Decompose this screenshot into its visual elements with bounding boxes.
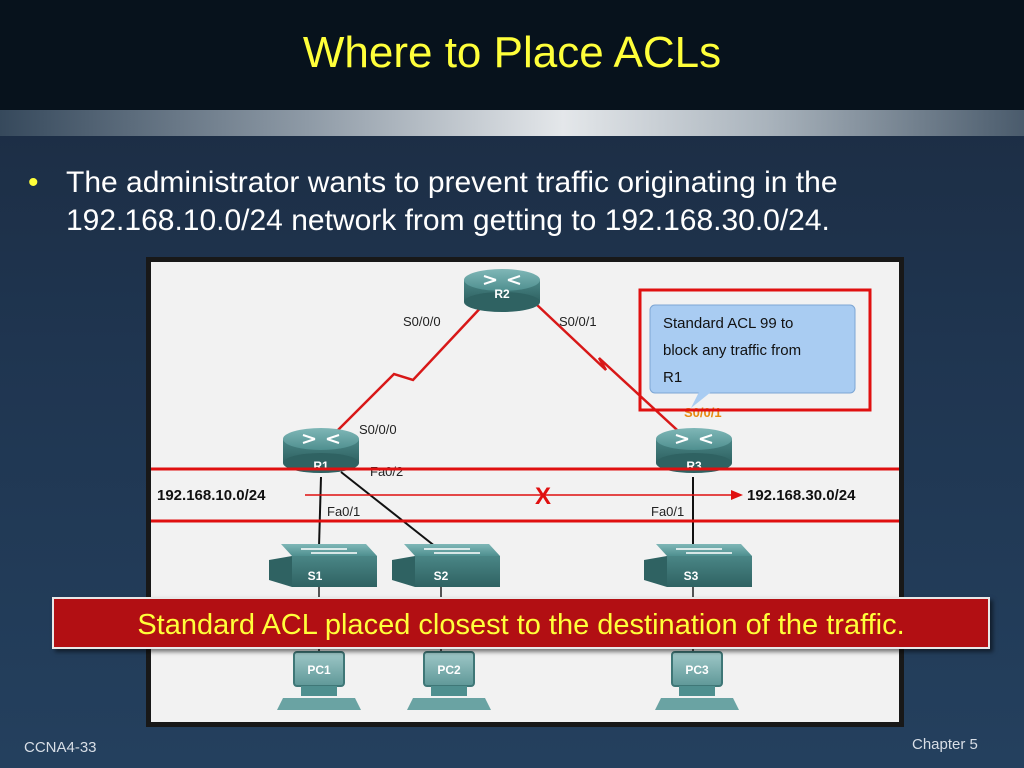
pc-label-pc3: PC3 — [685, 663, 709, 677]
router-icon — [464, 269, 540, 312]
iface-r2-s000: S0/0/0 — [403, 314, 441, 329]
callout-text: Standard ACL 99 to block any traffic fro… — [663, 310, 853, 391]
title-bar — [0, 0, 1024, 110]
link-r1-s2 — [340, 471, 437, 548]
source-network: 192.168.10.0/24 — [157, 487, 266, 504]
switch-icon — [392, 544, 500, 587]
link-r1-s1 — [318, 476, 322, 548]
traffic-path-highlight — [151, 467, 899, 523]
pc-label-pc1: PC1 — [307, 663, 331, 677]
pc-icon — [655, 651, 739, 710]
router-label-r1: R1 — [313, 459, 329, 473]
switch-icon — [644, 544, 752, 587]
footer-slide-id: CCNA4-33 — [24, 739, 97, 756]
serial-link-r1-r2 — [330, 301, 487, 438]
iface-r1-s000: S0/0/0 — [359, 422, 397, 437]
conclusion-banner: Standard ACL placed closest to the desti… — [52, 597, 990, 649]
pc-label-pc2: PC2 — [437, 663, 461, 677]
switch-label-s1: S1 — [308, 569, 323, 583]
traffic-arrowhead — [731, 490, 743, 500]
iface-r1-fa02: Fa0/2 — [370, 464, 403, 479]
callout-highlight — [638, 288, 872, 412]
conclusion-text: Standard ACL placed closest to the desti… — [137, 609, 905, 641]
footer-chapter: Chapter 5 — [912, 736, 978, 753]
router-label-r2: R2 — [494, 287, 510, 301]
title-divider — [0, 110, 1024, 136]
router-label-r3: R3 — [686, 459, 702, 473]
bullet-dot: • — [28, 166, 39, 199]
pc-icon — [407, 651, 491, 710]
serial-link-r2-r3 — [535, 303, 702, 453]
bullet-text: The administrator wants to prevent traff… — [66, 166, 838, 237]
slide-title: Where to Place ACLs — [302, 28, 722, 77]
iface-r1-fa01: Fa0/1 — [327, 504, 360, 519]
network-diagram: R2 R1 R3 S1 S2 S3 P — [151, 269, 899, 710]
callout-line: R1 — [663, 369, 683, 386]
callout-line: block any traffic from — [663, 342, 802, 359]
switch-label-s2: S2 — [434, 569, 449, 583]
iface-r3-fa01: Fa0/1 — [651, 504, 684, 519]
callout-line: Standard ACL 99 to — [663, 315, 794, 332]
callout-icon — [649, 304, 856, 408]
pc-icon — [277, 651, 361, 710]
iface-r2-s001: S0/0/1 — [559, 314, 597, 329]
switch-icon — [269, 544, 377, 587]
iface-r3-s001: S0/0/1 — [684, 405, 722, 420]
destination-network: 192.168.30.0/24 — [747, 487, 856, 504]
switch-label-s3: S3 — [684, 569, 699, 583]
blocked-mark: X — [535, 483, 551, 510]
